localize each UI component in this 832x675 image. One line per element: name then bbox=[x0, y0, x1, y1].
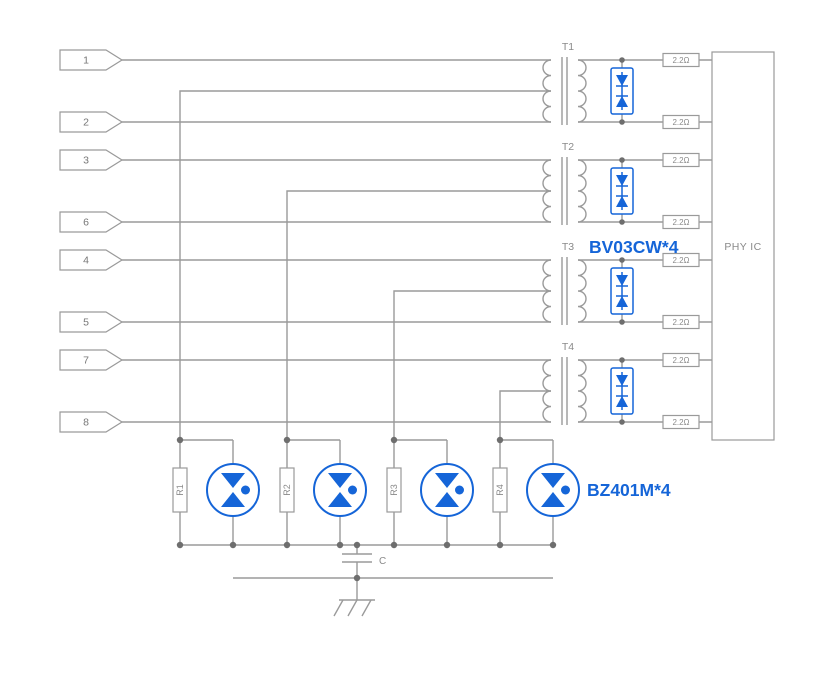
protection-array-label: BZ401M*4 bbox=[587, 480, 671, 500]
resistor-r1-label: R1 bbox=[175, 484, 185, 496]
transformer-t2-label: T2 bbox=[562, 141, 574, 153]
series-resistor-value: 2.2Ω bbox=[672, 56, 689, 65]
phy-ic-label: PHY IC bbox=[724, 241, 761, 253]
pin-2-label: 2 bbox=[83, 117, 89, 129]
tvs-array-label: BV03CW*4 bbox=[589, 237, 679, 257]
series-resistor-value: 2.2Ω bbox=[672, 218, 689, 227]
pin-1-label: 1 bbox=[83, 55, 89, 67]
pin-8-label: 8 bbox=[83, 417, 89, 429]
surge-protector-3 bbox=[420, 463, 474, 517]
pin-7 bbox=[59, 349, 123, 371]
phy-ic-block bbox=[711, 51, 775, 441]
resistor-r3-label: R3 bbox=[389, 484, 399, 496]
transformer-t1-label: T1 bbox=[562, 41, 574, 53]
series-resistor-value: 2.2Ω bbox=[672, 356, 689, 365]
resistor-r2-label: R2 bbox=[282, 484, 292, 496]
surge-protector-2 bbox=[313, 463, 367, 517]
termination-network: R1 R2 R3 R4 C bbox=[172, 439, 580, 617]
pin-6-label: 6 bbox=[83, 217, 89, 229]
series-resistor-value: 2.2Ω bbox=[672, 256, 689, 265]
transformer-t4-label: T4 bbox=[562, 341, 574, 353]
capacitor-c-label: C bbox=[379, 556, 386, 567]
rj45-pins: 1 2 3 6 4 5 7 8 bbox=[59, 49, 123, 433]
pin-5 bbox=[59, 311, 123, 333]
center-tap-bus bbox=[179, 90, 551, 440]
series-resistor-values: 2.2Ω 2.2Ω 2.2Ω 2.2Ω 2.2Ω 2.2Ω 2.2Ω 2.2Ω bbox=[672, 56, 689, 427]
resistor-r4-label: R4 bbox=[495, 484, 505, 496]
ground-symbol bbox=[333, 578, 375, 617]
pin-7-label: 7 bbox=[83, 355, 89, 367]
pin-4 bbox=[59, 249, 123, 271]
series-resistor-value: 2.2Ω bbox=[672, 318, 689, 327]
capacitor-c bbox=[342, 545, 372, 578]
pin-6 bbox=[59, 211, 123, 233]
transformer-t3-label: T3 bbox=[562, 241, 574, 253]
junction-dots bbox=[176, 436, 557, 582]
series-resistor-value: 2.2Ω bbox=[672, 418, 689, 427]
pin-8 bbox=[59, 411, 123, 433]
pin-5-label: 5 bbox=[83, 317, 89, 329]
series-resistor-value: 2.2Ω bbox=[672, 156, 689, 165]
pin-4-label: 4 bbox=[83, 255, 89, 267]
channel-pair-7-8 bbox=[121, 352, 713, 430]
pin-3-label: 3 bbox=[83, 155, 89, 167]
surge-protector-1 bbox=[206, 463, 260, 517]
pin-1 bbox=[59, 49, 123, 71]
pin-2 bbox=[59, 111, 123, 133]
pin-3 bbox=[59, 149, 123, 171]
series-resistor-value: 2.2Ω bbox=[672, 118, 689, 127]
surge-protector-4 bbox=[526, 463, 580, 517]
